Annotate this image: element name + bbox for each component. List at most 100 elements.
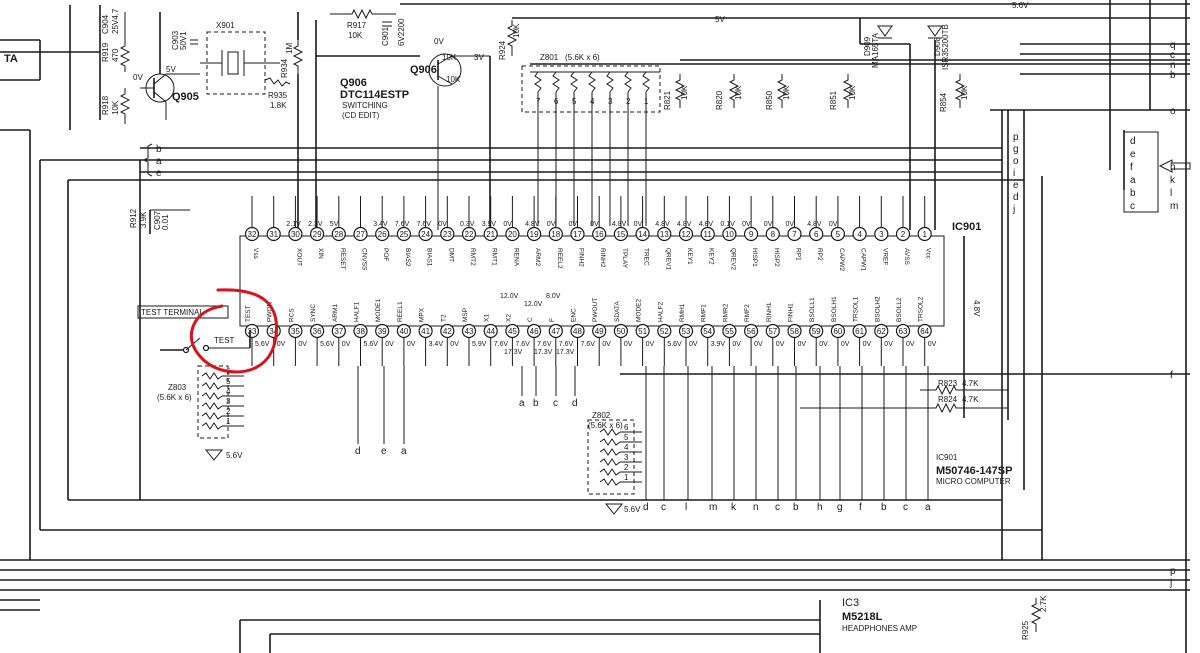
ic901-pin-name: TRSOL2: [918, 296, 925, 322]
ic901-pin-name: RMF2: [744, 304, 751, 322]
ic901-pin-42: [440, 323, 455, 339]
ic901-pin-voltage: 7.6V: [395, 221, 410, 228]
ic901-pin-name: MSP: [462, 308, 469, 322]
ic901-pin-name: BSOLL2: [896, 297, 903, 322]
ic901-pin-name: HISP1: [751, 248, 758, 267]
ic901-pin-voltage: 0V: [764, 221, 773, 228]
ic901-pin-voltage: 0V: [277, 341, 286, 348]
ic901-pin-32: [244, 226, 260, 242]
r854-label: R854: [939, 92, 948, 112]
ic901-pin-name: SDATA: [614, 301, 621, 322]
r824-label: R824: [938, 395, 958, 404]
ic901-description: IC901 M50746-147SP MICRO COMPUTER: [936, 453, 1012, 486]
right-mid-bus-g: g: [1013, 144, 1019, 155]
ic901-pin-voltage: 0V: [786, 221, 795, 228]
ic901-pin-name: XIN: [317, 248, 324, 259]
ic901-pin-number: 23: [443, 230, 452, 239]
ic901-pin-name: REEL1: [397, 301, 404, 322]
ic901-pin-57: [765, 323, 780, 339]
ic901-pin-43: [461, 323, 477, 339]
ic901-pin-number: 43: [465, 327, 474, 336]
z802-pin-number: 6: [624, 423, 629, 432]
extra-volt-17v-a: 17.3V: [504, 349, 523, 356]
ic901-pin-voltage: 0V: [928, 341, 937, 348]
ta-label: TA: [4, 53, 18, 65]
r854-value: 10K: [960, 85, 969, 100]
ic901-pin-name: PWON: [267, 301, 274, 322]
ic901-pin-voltage: 3.4V: [429, 341, 444, 348]
z801-pin-number: 5: [572, 97, 577, 106]
ic901-pin-voltage: 7.6V: [581, 341, 596, 348]
bus-label-n: n: [1170, 60, 1176, 71]
ic901-pin-name: TEST: [245, 305, 252, 322]
r934-label: R934: [280, 58, 289, 78]
ic901-pin-name: XOUT: [295, 248, 302, 266]
ic901-pin-number: 7: [792, 230, 797, 239]
ic901-pin-38: [353, 323, 368, 339]
ic901-pin-50: [613, 323, 629, 339]
bus-dc-d: d: [643, 502, 649, 513]
ic901-pin-voltage: 3.9V: [482, 221, 497, 228]
test-text: TEST: [214, 336, 235, 345]
ic901-pin-voltage: 0V: [863, 341, 872, 348]
q906-note-cd-edit: (CD EDIT): [342, 111, 380, 120]
ic901-pin-name: F: [549, 318, 556, 322]
q905-voltage-0v: 0V: [133, 73, 143, 82]
bus-hgfbca-c: c: [903, 502, 908, 513]
ic901-pin-voltage: 4.8V: [525, 221, 540, 228]
ic901-pin-number: 36: [313, 327, 322, 336]
z803-pin-number: 1: [226, 417, 231, 426]
c904-label: C904: [101, 14, 110, 34]
ic901-pin-name: RMR2: [722, 303, 729, 322]
ic901-pin-voltage: 5.6V: [364, 341, 379, 348]
pullup-resistors: R821 10K R820 10K R850 10K R851 10K R854…: [663, 74, 969, 112]
q905-label: Q905: [172, 91, 199, 103]
rail-voltage-5v: 5V: [715, 15, 725, 24]
ic901-pin-name: BSOLH2: [874, 296, 881, 322]
ic901-pin-number: 21: [486, 230, 495, 239]
ic901-pin-voltage: 4.8V: [677, 221, 692, 228]
bus-dea-e: e: [381, 446, 387, 457]
ic901-pin-number: 8: [771, 230, 776, 239]
red-annotation-circle: [189, 288, 279, 374]
q906-section: R917 10K C901 6V2200 Q906 DTC114ESTP SWI…: [316, 8, 521, 230]
ic901-pin-name: PWOUT: [592, 298, 599, 322]
ic901-pin-name: TRSOL1: [853, 296, 860, 322]
ic901-pin-voltage: 0V: [819, 341, 828, 348]
ic901-pin-number: 3: [879, 230, 884, 239]
z801-label: Z801: [540, 53, 559, 62]
z803-pin-number: 5: [226, 377, 231, 386]
ic901-pin-15: [613, 226, 629, 242]
ic901-pin-name: C: [527, 317, 534, 322]
ic901-pin-24: [418, 226, 433, 242]
c907-label: C907: [153, 210, 162, 230]
c907-value: 0.01: [161, 214, 170, 230]
ic901-pin-name: T2: [440, 314, 447, 322]
left-rails: p j f: [0, 110, 1190, 653]
ic901-pin-voltage: 7.6V: [417, 221, 432, 228]
ic901-pin-number: 28: [334, 230, 343, 239]
ic901-pin-number: 40: [399, 327, 408, 336]
ic901-pin-number: 52: [660, 327, 669, 336]
ic901-pin-number: 51: [638, 327, 647, 336]
q906-voltage-0v: 0V: [434, 37, 444, 46]
r824-value: 4.7K: [962, 395, 979, 404]
ic901-pin-number: 39: [378, 327, 387, 336]
ic901-pin-name: RMF1: [701, 304, 708, 322]
ic901-pin-number: 41: [421, 327, 430, 336]
ic901-pin-56: [743, 323, 759, 339]
ic901-pin-number: 63: [899, 327, 908, 336]
ic901-pin-30: [288, 226, 303, 242]
ic901-pin-36: [310, 323, 325, 339]
ic901-pin-number: 9: [749, 230, 754, 239]
ic901-pin-number: 24: [421, 230, 430, 239]
ic901-pin-voltage: 0V: [732, 341, 741, 348]
bus-abcd-a: a: [519, 398, 525, 409]
ic901-pin-58: [787, 323, 802, 339]
r924-label: R924: [498, 40, 507, 60]
left-bus-a: a: [156, 156, 162, 167]
right-mid-bus-o: o: [1013, 156, 1019, 167]
